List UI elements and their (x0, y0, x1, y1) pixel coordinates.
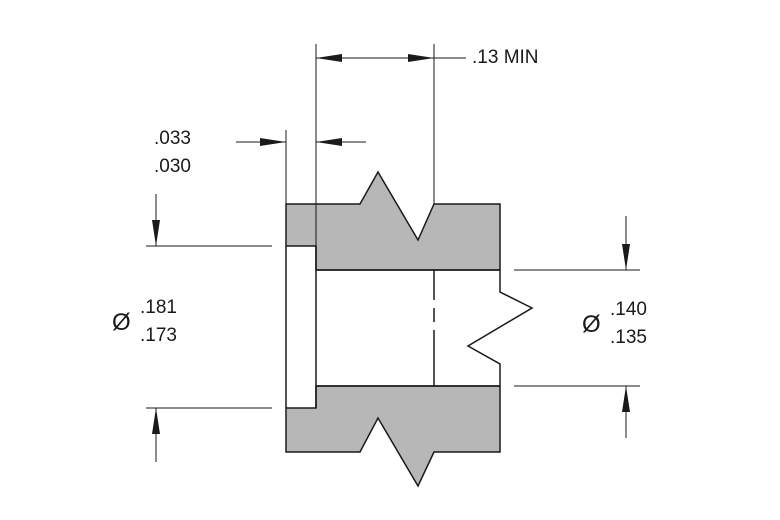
bore-break-line (466, 270, 534, 386)
min-length-label: .13 MIN (472, 47, 539, 68)
bore-diameter-symbol: Ø (582, 311, 601, 338)
arrow-min-left (316, 54, 342, 62)
bore-diameter-lower: .135 (610, 327, 647, 348)
cbore-diameter-symbol: Ø (112, 309, 131, 336)
step-depth-lower: .030 (154, 156, 191, 177)
arrow-bore-top (622, 244, 630, 270)
arrow-cbore-bottom (152, 408, 160, 434)
arrow-bore-bottom (622, 386, 630, 412)
cbore-diameter-lower: .173 (140, 325, 177, 346)
lower-wall-section (285, 385, 501, 488)
arrow-min-right (408, 54, 434, 62)
arrow-cbore-top (152, 220, 160, 246)
arrow-step-right (316, 138, 342, 146)
cbore-diameter-upper: .181 (140, 297, 177, 318)
bore-diameter-upper: .140 (610, 299, 647, 320)
step-depth-upper: .033 (154, 128, 191, 149)
arrow-step-left (260, 138, 286, 146)
upper-wall-section (285, 170, 501, 271)
